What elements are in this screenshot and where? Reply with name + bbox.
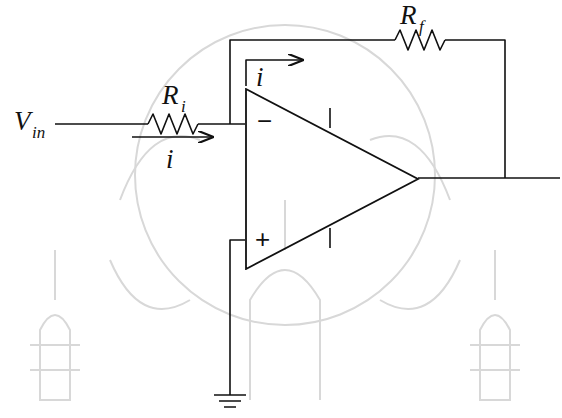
current-arrow [246,60,302,86]
resistor-name: R [400,2,417,29]
input-resistor [148,114,198,134]
ground-symbol [214,395,246,407]
input-wire [198,123,245,125]
noninverting-wire [230,240,245,395]
supply-pin [329,228,331,248]
signal-name: V [14,108,31,135]
current-label: i [256,64,264,91]
output-wire [418,177,560,179]
feedback-wire [445,40,505,178]
resistor-subscript: i [181,98,186,115]
input-sign: − [257,108,272,134]
current-label: i [166,146,174,173]
resistor-name: R [162,82,179,109]
input-wire [55,123,148,125]
signal-subscript: in [32,124,45,141]
watermark-art [30,25,520,400]
resistor-subscript: f [419,18,424,35]
input-sign: + [255,226,270,252]
feedback-wire [230,40,395,124]
current-arrow [132,136,212,138]
opamp-triangle: −+ [245,88,420,270]
supply-pin [329,108,331,128]
